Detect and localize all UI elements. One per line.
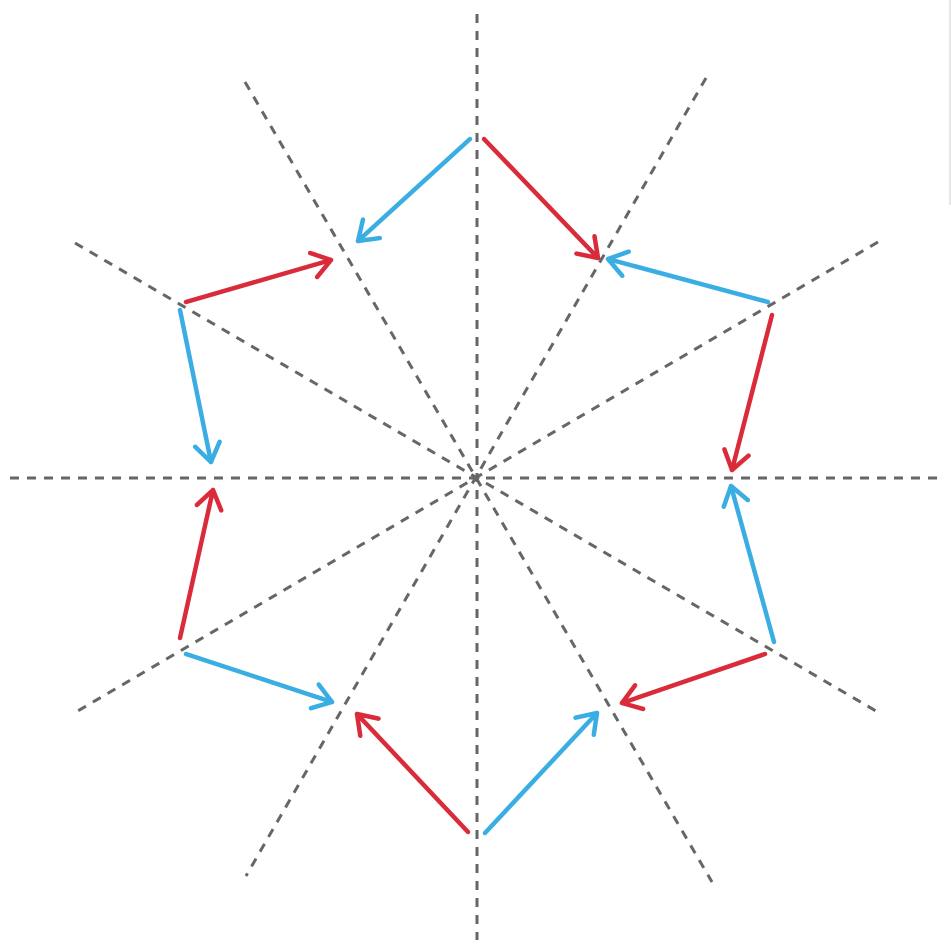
arrow-shaft (481, 136, 601, 261)
arrow-shaft (605, 256, 771, 305)
arrow-shaft (177, 307, 214, 465)
red-arrow-11 (183, 250, 334, 305)
red-arrow-1 (481, 136, 601, 261)
arrow-head (307, 250, 334, 280)
arrow-cycle (177, 136, 777, 836)
arrow-head (605, 249, 631, 279)
red-arrow-7 (354, 711, 471, 835)
edge-strip (949, 0, 951, 205)
arrow-shaft (183, 257, 334, 305)
arrow-head (354, 711, 381, 739)
blue-arrow-12 (355, 136, 473, 244)
arrow-shaft (728, 483, 777, 645)
arrow-shaft (183, 651, 335, 705)
red-arrow-9 (177, 487, 224, 641)
arrow-head (574, 234, 601, 261)
arrow-head (355, 217, 383, 244)
dashed-axis-6 (75, 240, 879, 714)
arrow-head (721, 483, 751, 510)
arrow-shaft (619, 651, 768, 706)
dashed-axes (10, 14, 942, 940)
arrow-head (619, 683, 646, 712)
arrow-head (194, 487, 224, 513)
arrow-shaft (729, 312, 775, 473)
blue-arrow-2 (605, 249, 771, 305)
blue-arrow-6 (482, 710, 600, 836)
arrow-head (573, 710, 600, 738)
blue-arrow-10 (177, 307, 222, 465)
arrow-shaft (355, 136, 473, 244)
blue-arrow-4 (721, 483, 777, 645)
arrow-head (192, 439, 222, 465)
arrow-head (308, 682, 335, 711)
dashed-axis-3 (243, 81, 714, 883)
red-arrow-5 (619, 651, 768, 712)
arrow-shaft (177, 487, 216, 641)
blue-arrow-8 (183, 651, 335, 711)
arrow-shaft (354, 711, 471, 835)
arrow-head (722, 447, 751, 473)
red-arrow-3 (722, 312, 775, 473)
arrow-shaft (482, 710, 600, 836)
